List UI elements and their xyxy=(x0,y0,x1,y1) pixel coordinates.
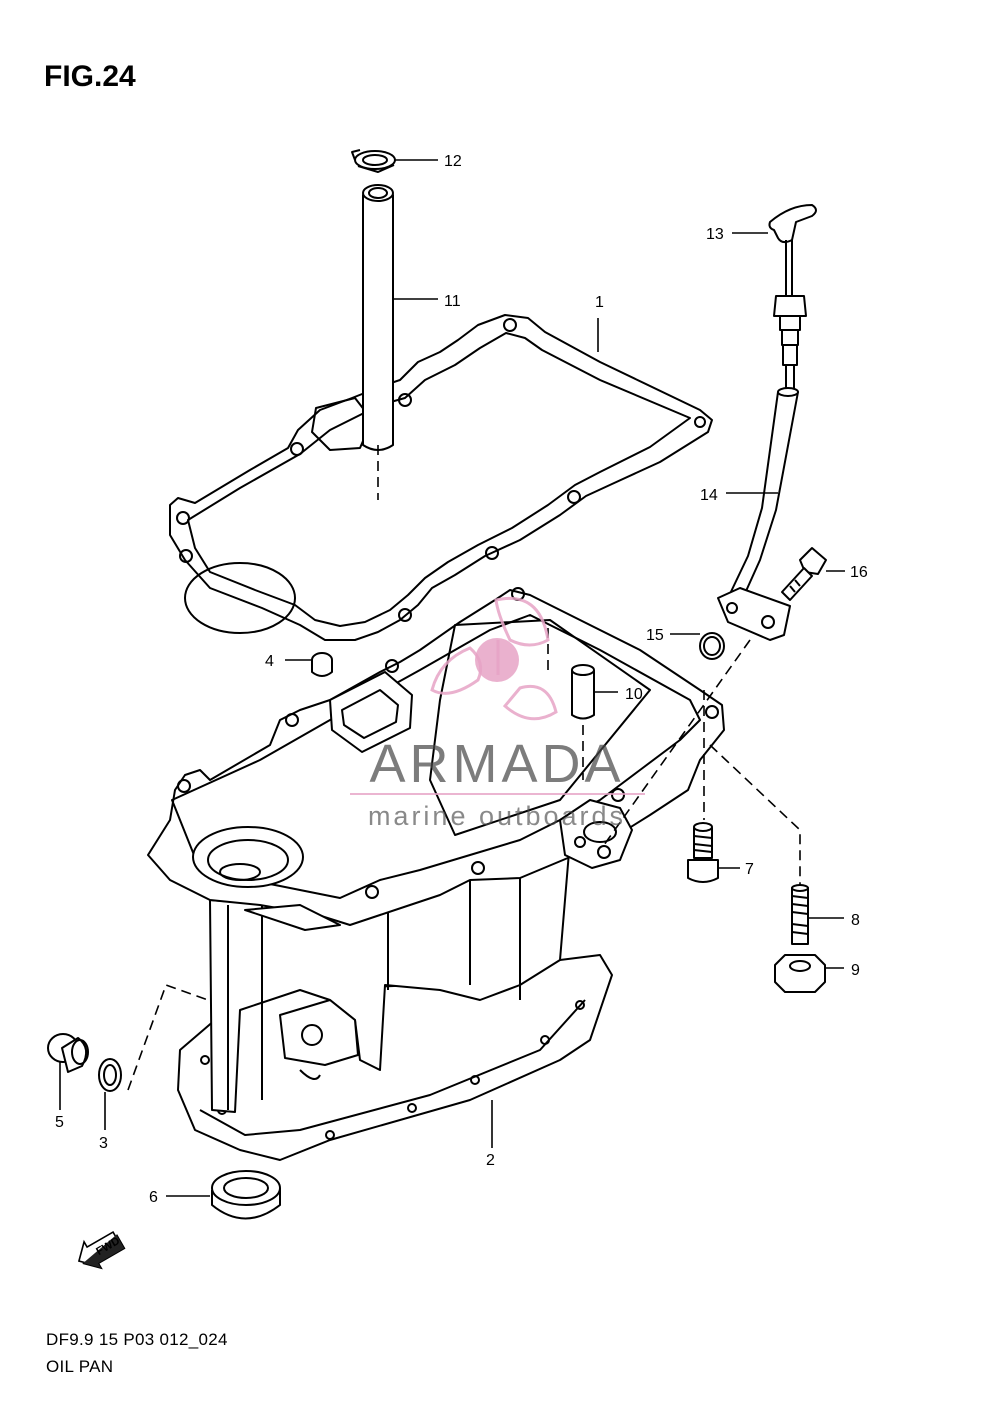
callout-3: 3 xyxy=(99,1135,108,1152)
watermark-brand: ARMADA xyxy=(369,734,624,794)
watermark-tagline: marine outboards xyxy=(368,801,626,831)
leader-lines xyxy=(59,159,845,1197)
callout-2: 2 xyxy=(486,1152,495,1169)
oil-pan xyxy=(147,587,725,1161)
oil-pan-gasket xyxy=(169,314,713,641)
callout-7: 7 xyxy=(745,861,754,878)
callout-8: 8 xyxy=(851,912,860,929)
figure-code: DF9.9 15 P03 012_024 xyxy=(46,1330,228,1349)
callout-13: 13 xyxy=(706,226,724,243)
dowel-pin-10 xyxy=(571,664,595,720)
oil-suction-pipe xyxy=(362,184,394,451)
nut-9 xyxy=(774,954,826,993)
callout-9: 9 xyxy=(851,962,860,979)
callout-6: 6 xyxy=(149,1189,158,1206)
callout-10: 10 xyxy=(625,686,643,703)
callout-5: 5 xyxy=(55,1114,64,1131)
o-ring-15 xyxy=(699,632,725,660)
gasket-3-inner xyxy=(103,1064,117,1086)
o-ring-15-inner xyxy=(703,636,721,656)
plug-4 xyxy=(311,652,333,677)
callout-1: 1 xyxy=(595,294,604,311)
drain-plug-5 xyxy=(47,1033,89,1073)
bolt-7 xyxy=(687,822,719,883)
fwd-arrow-icon: FWD xyxy=(77,1230,126,1270)
callout-14: 14 xyxy=(700,487,718,504)
callout-15: 15 xyxy=(646,627,664,644)
oil-dipstick xyxy=(768,204,817,395)
figure-title: FIG.24 xyxy=(44,60,136,93)
armada-logo-icon xyxy=(430,596,558,721)
armada-watermark: ARMADA marine outboards xyxy=(350,596,645,831)
figure-name: OIL PAN xyxy=(46,1357,114,1376)
stud-8 xyxy=(791,884,809,945)
callout-numbers: 1 2 3 4 5 6 7 8 9 10 11 12 13 14 15 16 xyxy=(55,153,868,1206)
oil-seal-6 xyxy=(211,1170,281,1220)
callout-11: 11 xyxy=(444,293,461,310)
callout-4: 4 xyxy=(265,653,274,670)
callout-16: 16 xyxy=(850,564,868,581)
callout-12: 12 xyxy=(444,153,462,170)
bolt-16 xyxy=(781,547,827,601)
dipstick-guide-tube xyxy=(717,387,799,641)
hose-clamp xyxy=(351,149,396,173)
gasket-3 xyxy=(98,1058,122,1092)
